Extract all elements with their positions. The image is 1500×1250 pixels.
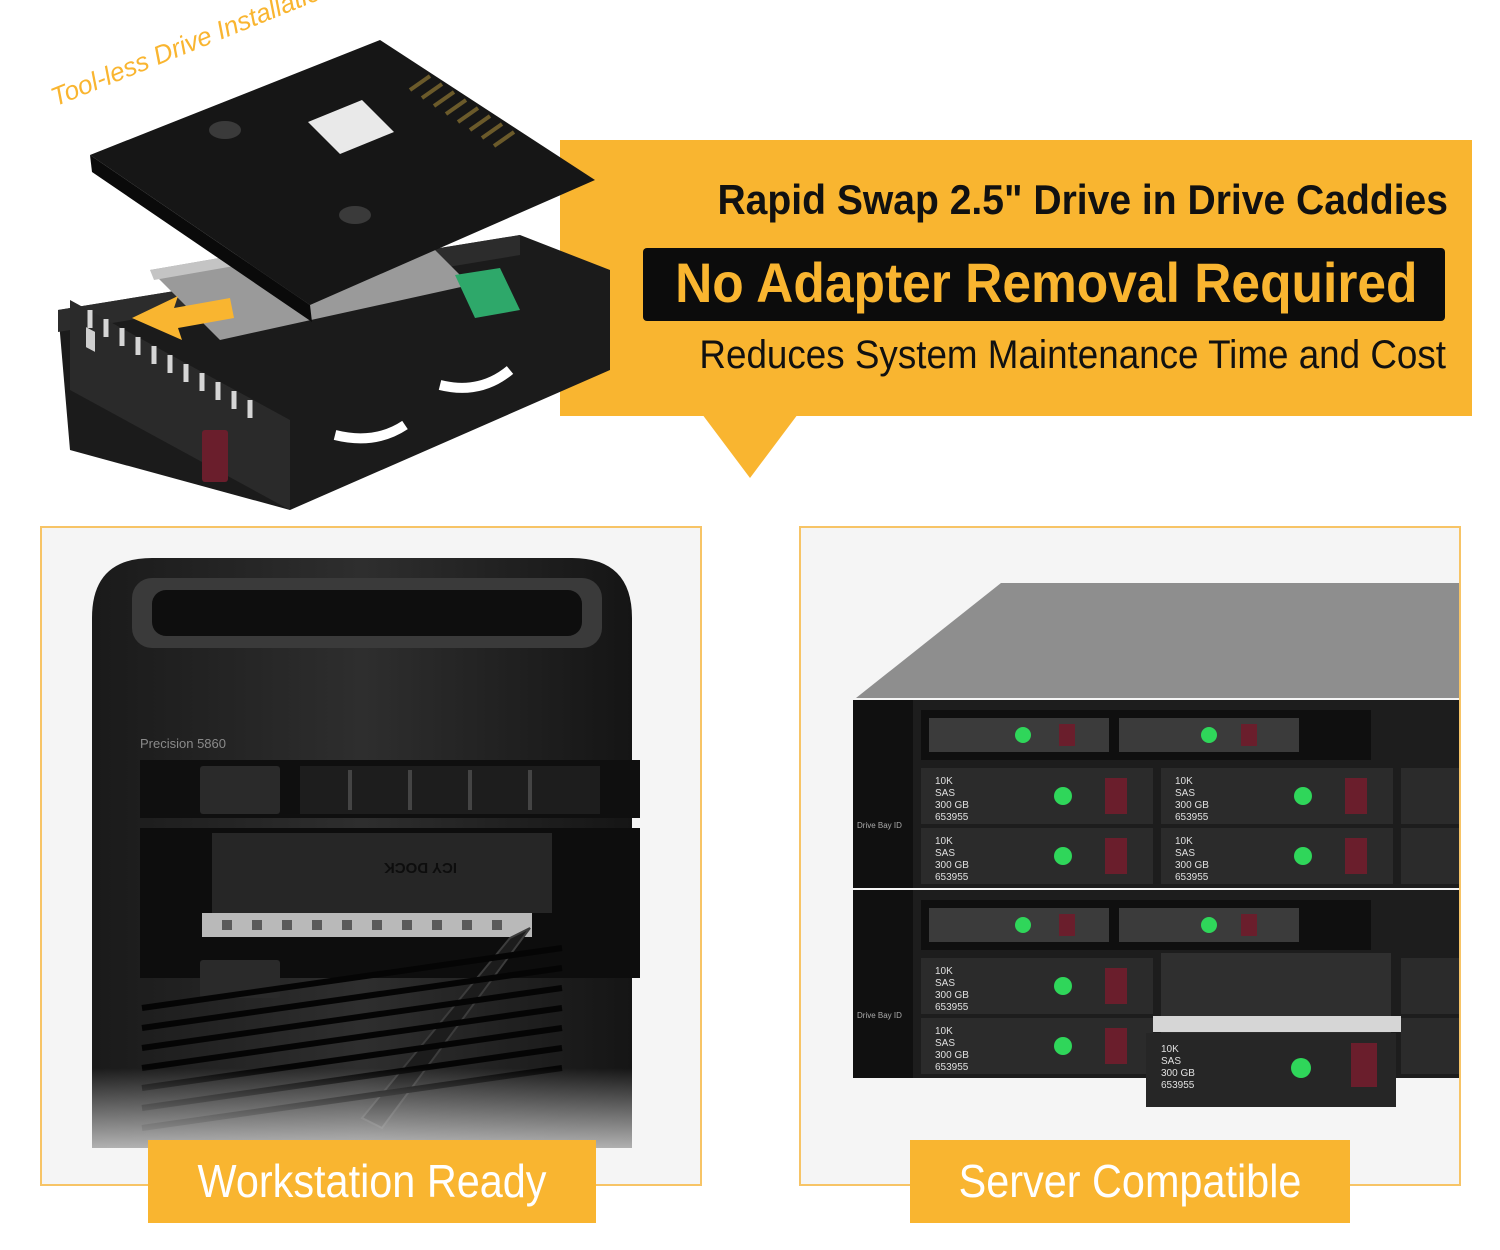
caddy-in-bay [212, 833, 552, 913]
svg-text:653955: 653955 [935, 1002, 969, 1013]
svg-text:300 GB: 300 GB [935, 990, 969, 1001]
caddy-server-rail [1153, 1016, 1401, 1032]
drive-caddy-illustration [58, 40, 610, 510]
model-label: Precision 5860 [140, 736, 226, 751]
workstation-illustration: Precision 5860 ICY DOCK [42, 558, 700, 1184]
svg-text:10K: 10K [1161, 1044, 1179, 1055]
svg-text:300 GB: 300 GB [935, 860, 969, 871]
svg-text:SAS: SAS [935, 1038, 955, 1049]
caddy-front [70, 300, 290, 510]
caddy-lid [90, 40, 595, 305]
svg-text:SAS: SAS [935, 788, 955, 799]
svg-text:300 GB: 300 GB [935, 1050, 969, 1061]
svg-text:300 GB: 300 GB [1161, 1068, 1195, 1079]
latch-ribs [87, 310, 253, 418]
svg-text:10K: 10K [935, 1026, 953, 1037]
server-top-cover [856, 583, 1459, 698]
svg-text:653955: 653955 [1161, 1080, 1195, 1091]
svg-text:SAS: SAS [1161, 1056, 1181, 1067]
pcb-board [455, 268, 520, 318]
svg-text:653955: 653955 [935, 812, 969, 823]
workstation-caption-box: Workstation Ready [148, 1140, 596, 1223]
svg-text:10K: 10K [935, 966, 953, 977]
svg-text:300 GB: 300 GB [935, 800, 969, 811]
workstation-caption: Workstation Ready [197, 1155, 547, 1207]
lid-vents [408, 74, 516, 148]
server-1-drive-row-2 [921, 828, 1459, 884]
release-button [202, 430, 228, 482]
svg-text:10K: 10K [935, 836, 953, 847]
headline: Rapid Swap 2.5" Drive in Drive Caddies [717, 176, 1448, 223]
svg-text:653955: 653955 [1175, 812, 1209, 823]
svg-text:300 GB: 300 GB [1175, 860, 1209, 871]
drive-label-group: 10K SAS 300 GB 653955 10K SAS 300 GB 653… [935, 776, 1209, 883]
highlight-text: No Adapter Removal Required [675, 251, 1418, 314]
svg-text:300 GB: 300 GB [1175, 800, 1209, 811]
highlight-bar [643, 248, 1445, 321]
svg-text:SAS: SAS [935, 978, 955, 989]
caddy-front-rail [202, 913, 532, 937]
bay-id-label-2: Drive Bay ID [857, 1011, 902, 1020]
svg-text:SAS: SAS [935, 848, 955, 859]
lid-sticker [308, 100, 394, 154]
subline: Reduces System Maintenance Time and Cost [699, 333, 1446, 377]
server-1-drive-row-1 [921, 768, 1459, 824]
slide-out-arrow [132, 296, 234, 340]
drive-label-group-2: 10K SAS 300 GB 653955 10K SAS 300 GB 653… [935, 966, 1195, 1091]
svg-text:10K: 10K [1175, 836, 1193, 847]
caddy-logo: ICY DOCK [384, 859, 457, 876]
server-caption: Server Compatible [958, 1155, 1302, 1207]
svg-text:10K: 10K [1175, 776, 1193, 787]
pull-strap [333, 420, 408, 444]
bay-id-label-1: Drive Bay ID [857, 821, 902, 830]
svg-text:653955: 653955 [935, 1062, 969, 1073]
svg-text:10K: 10K [935, 776, 953, 787]
svg-text:SAS: SAS [1175, 788, 1195, 799]
callout-pointer [702, 414, 798, 478]
server-caption-box: Server Compatible [910, 1140, 1350, 1223]
server-illustration: 10K SAS 300 GB 653955 10K SAS 300 GB 653… [853, 583, 1459, 1107]
server-2-drive-rows [921, 958, 1459, 1074]
svg-text:653955: 653955 [935, 872, 969, 883]
svg-text:653955: 653955 [1175, 872, 1209, 883]
svg-text:SAS: SAS [1175, 848, 1195, 859]
